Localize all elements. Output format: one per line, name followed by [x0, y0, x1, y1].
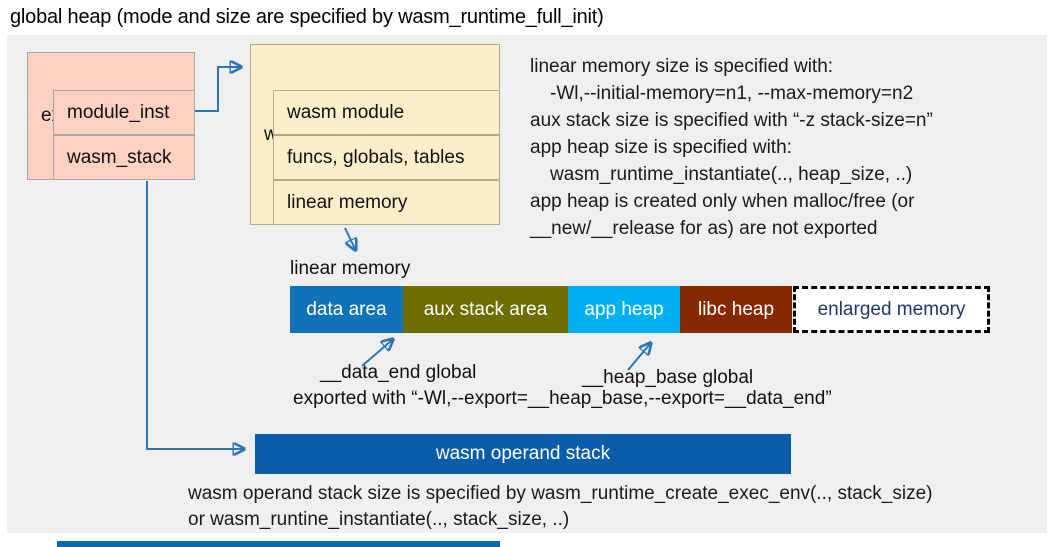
note-line: wasm operand stack size is specified by …: [188, 483, 933, 504]
slide-title: global heap (mode and size are specified…: [10, 6, 604, 28]
exported-with-label: exported with “-Wl,--export=__heap_base,…: [293, 388, 832, 409]
module-instance-row-linear-memory: linear memory: [273, 180, 500, 225]
wasm-operand-stack-bar: wasm operand stack: [255, 434, 791, 474]
slide-accent-strip: [57, 541, 500, 547]
note-line: app heap is created only when malloc/fre…: [530, 191, 915, 212]
note-line: __new/__release for as) are not exported: [530, 218, 878, 239]
operand-stack-notes: wasm operand stack size is specified by …: [188, 481, 933, 533]
segment-enlarged-memory: enlarged memory: [793, 286, 990, 333]
note-line: app heap size is specified with:: [530, 137, 792, 158]
note-line: aux stack size is specified with “-z sta…: [530, 110, 933, 131]
module-instance-row-funcs-globals-tables: funcs, globals, tables: [273, 135, 500, 180]
note-line: wasm_runtime_instantiate(.., heap_size, …: [550, 164, 913, 185]
exec-env-row-wasm-stack: wasm_stack: [53, 135, 195, 180]
heap-base-global-label: __heap_base global: [582, 367, 754, 388]
module-instance-row-wasm-module: wasm module: [273, 90, 500, 135]
note-line: linear memory size is specified with:: [530, 56, 834, 77]
segment-app-heap: app heap: [568, 286, 680, 333]
segment-libc-heap: libc heap: [680, 286, 792, 333]
segment-data-area: data area: [290, 286, 403, 333]
linear-memory-label: linear memory: [290, 258, 411, 279]
segment-aux-stack-area: aux stack area: [403, 286, 568, 333]
data-end-global-label: __data_end global: [320, 362, 477, 383]
note-line: or wasm_runtine_instantiate(.., stack_si…: [188, 509, 570, 530]
size-notes: linear memory size is specified with: -W…: [530, 53, 1046, 242]
exec-env-row-module-inst: module_inst: [53, 90, 195, 135]
note-line: -Wl,--initial-memory=n1, --max-memory=n2: [550, 83, 914, 104]
